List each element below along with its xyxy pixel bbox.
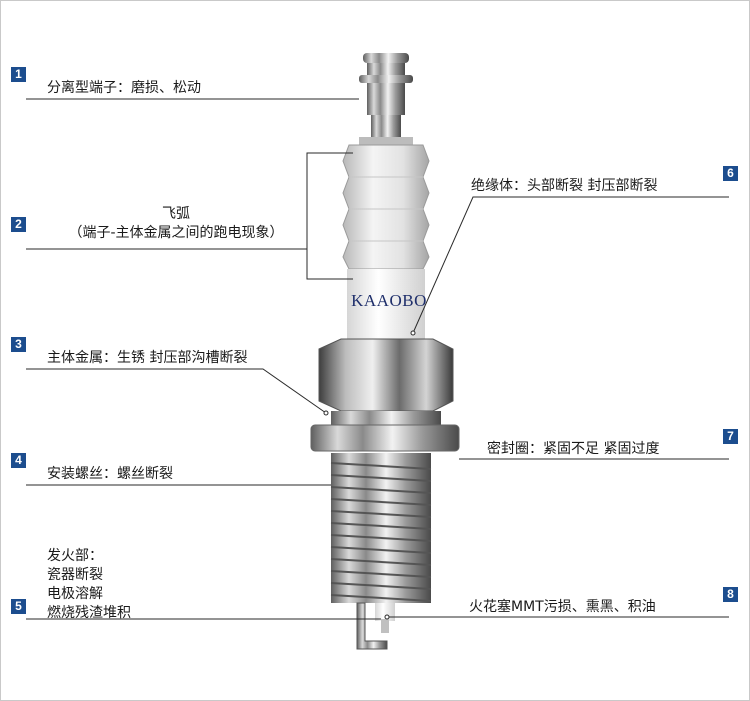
callout-badge-8: 8 [723, 587, 738, 602]
callout-flashover-desc: （端子-主体金属之间的跑电现象） [68, 225, 284, 241]
callout-shell: 主体金属：生锈 封压部沟槽断裂 [47, 349, 248, 367]
callout-insulator: 绝缘体：头部断裂 封压部断裂 [471, 177, 658, 195]
gasket [310, 424, 460, 452]
leader-dots [323, 330, 416, 620]
callout-badge-3: 3 [11, 337, 26, 352]
callout-badge-5: 5 [11, 599, 26, 614]
callout-badge-6: 6 [723, 166, 738, 181]
terminal [359, 53, 413, 137]
callout-firing-end-item: 燃烧残渣堆积 [47, 605, 131, 621]
callout-firing-end-item: 瓷器断裂 [47, 567, 103, 583]
callout-flashover: 飞弧 （端子-主体金属之间的跑电现象） [45, 205, 307, 243]
leader-lines [26, 98, 729, 620]
callout-firing-end-item: 电极溶解 [47, 586, 103, 602]
brand-logo: KAAOBO [351, 291, 427, 310]
callout-gasket: 密封圈：紧固不足 紧固过度 [487, 440, 660, 458]
callout-fouling: 火花塞MMT污损、熏黑、积油 [469, 598, 656, 616]
insulator [342, 137, 430, 341]
callout-badge-2: 2 [11, 217, 26, 232]
callout-badge-1: 1 [11, 67, 26, 82]
threads [330, 453, 432, 603]
callout-firing-end-title: 发火部： [47, 548, 103, 564]
callout-badge-7: 7 [723, 429, 738, 444]
callout-badge-4: 4 [11, 453, 26, 468]
hex-body [318, 338, 454, 425]
callout-terminal: 分离型端子：磨损、松动 [47, 79, 201, 97]
callout-threads: 安装螺丝：螺丝断裂 [47, 465, 173, 483]
callout-firing-end: 发火部： 瓷器断裂 电极溶解 燃烧残渣堆积 [47, 547, 131, 623]
callout-flashover-title: 飞弧 [162, 206, 190, 222]
electrode [356, 602, 395, 650]
